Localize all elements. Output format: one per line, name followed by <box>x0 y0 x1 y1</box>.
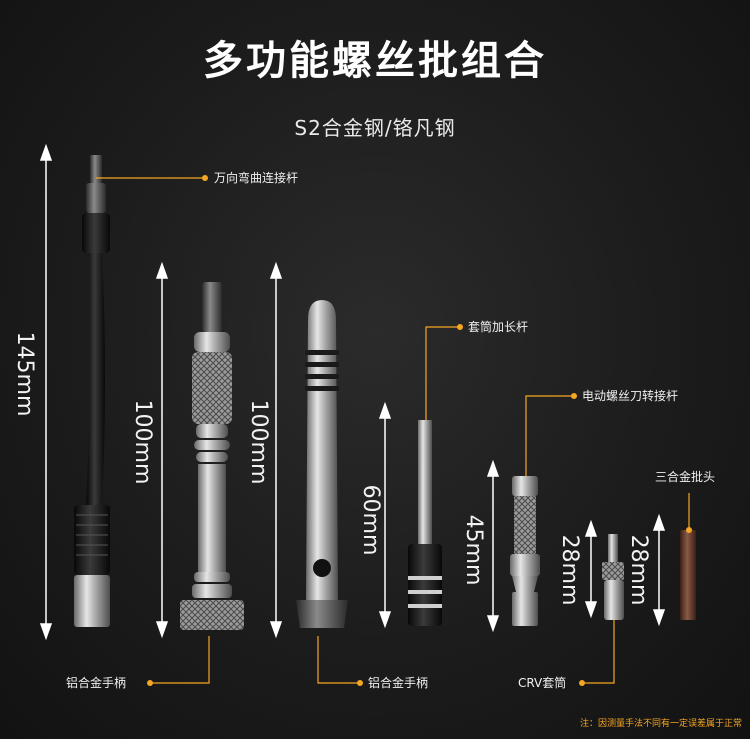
callout-tri-alloy-bit: 三合金批头 <box>655 470 716 484</box>
dimension-label-100-b: 100mm <box>246 399 271 485</box>
dimension-label-28-b: 28mm <box>626 534 651 606</box>
dimension-label-100-a: 100mm <box>130 399 155 485</box>
callout-dots <box>147 175 692 686</box>
tri-alloy-bit-tool <box>680 530 696 620</box>
aluminum-handle-tool-1 <box>180 282 244 630</box>
callout-leaders <box>96 177 690 684</box>
page-title: 多功能螺丝批组合 <box>203 38 547 84</box>
callout-electric-adapter: 电动螺丝刀转接杆 <box>582 389 679 403</box>
dimension-label-45: 45mm <box>461 514 486 586</box>
callout-aluminum-handle-2: 铝合金手柄 <box>368 676 429 690</box>
universal-extension-tool <box>74 155 110 627</box>
callout-universal-extension: 万向弯曲连接杆 <box>214 171 299 185</box>
dimension-lines <box>39 143 666 641</box>
aluminum-handle-tool-2 <box>296 300 348 628</box>
callout-crv-socket: CRV套筒 <box>518 676 567 690</box>
electric-adapter-tool <box>510 476 540 626</box>
measurement-note: 注：因测量手法不同有一定误差属于正常 <box>579 719 742 729</box>
dimension-label-145: 145mm <box>12 331 37 417</box>
crv-socket-tool <box>602 534 624 620</box>
page-subtitle: S2合金钢/铬凡钢 <box>294 116 456 140</box>
callout-aluminum-handle-1: 铝合金手柄 <box>66 676 127 690</box>
dimension-label-28-a: 28mm <box>557 534 582 606</box>
socket-extension-tool <box>408 420 442 626</box>
dimension-label-60: 60mm <box>358 484 383 556</box>
callout-socket-extension: 套筒加长杆 <box>468 320 529 334</box>
